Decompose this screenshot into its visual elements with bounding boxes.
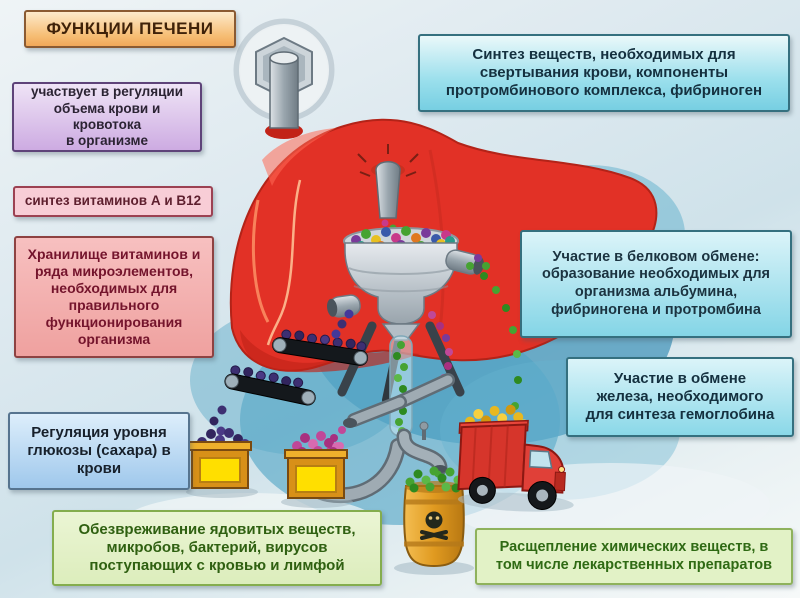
function-box-glucose-regulation: Регуляция уровня глюкозы (сахара) в кров…: [8, 412, 190, 490]
function-box-blood-volume: участвует в регуляции объема крови и кро…: [12, 82, 202, 152]
function-box-iron-metabolism: Участие в обмене железа, необходимого дл…: [566, 357, 794, 437]
function-box-vitamin-synthesis: синтез витаминов А и В12: [13, 186, 213, 217]
spill-from-left-stub: [331, 309, 354, 339]
pink-outflow-pipe: [326, 311, 455, 455]
function-box-chemical-breakdown: Расщепление химических веществ, в том чи…: [475, 528, 793, 585]
conveyor-belt-lower: [224, 365, 316, 406]
crate-pink-balls: [281, 431, 353, 508]
toxin-barrel: [394, 466, 474, 575]
page-title: ФУНКЦИИ ПЕЧЕНИ: [24, 10, 236, 48]
function-box-protein-metabolism: Участие в белковом обмене: образование н…: [520, 230, 792, 338]
crate-dark-balls: [186, 428, 258, 498]
function-box-clotting-synthesis: Синтез веществ, необходимых для свертыва…: [418, 34, 790, 112]
conveyor-belt-upper: [272, 329, 369, 366]
function-box-detoxification: Обезвреживание ядовитых веществ, микробо…: [52, 510, 382, 586]
grinder-machine: [327, 226, 484, 404]
skull-icon: [420, 511, 448, 540]
fire-truck: [457, 404, 574, 512]
function-box-vitamin-storage: Хранилище витаминов и ряда микроэлементо…: [14, 236, 214, 358]
balls-falling-to-crate: [209, 405, 227, 436]
conveyor-belts: [209, 309, 369, 436]
glass-tube: [389, 335, 413, 437]
inflow-tap-icon: [233, 18, 335, 139]
